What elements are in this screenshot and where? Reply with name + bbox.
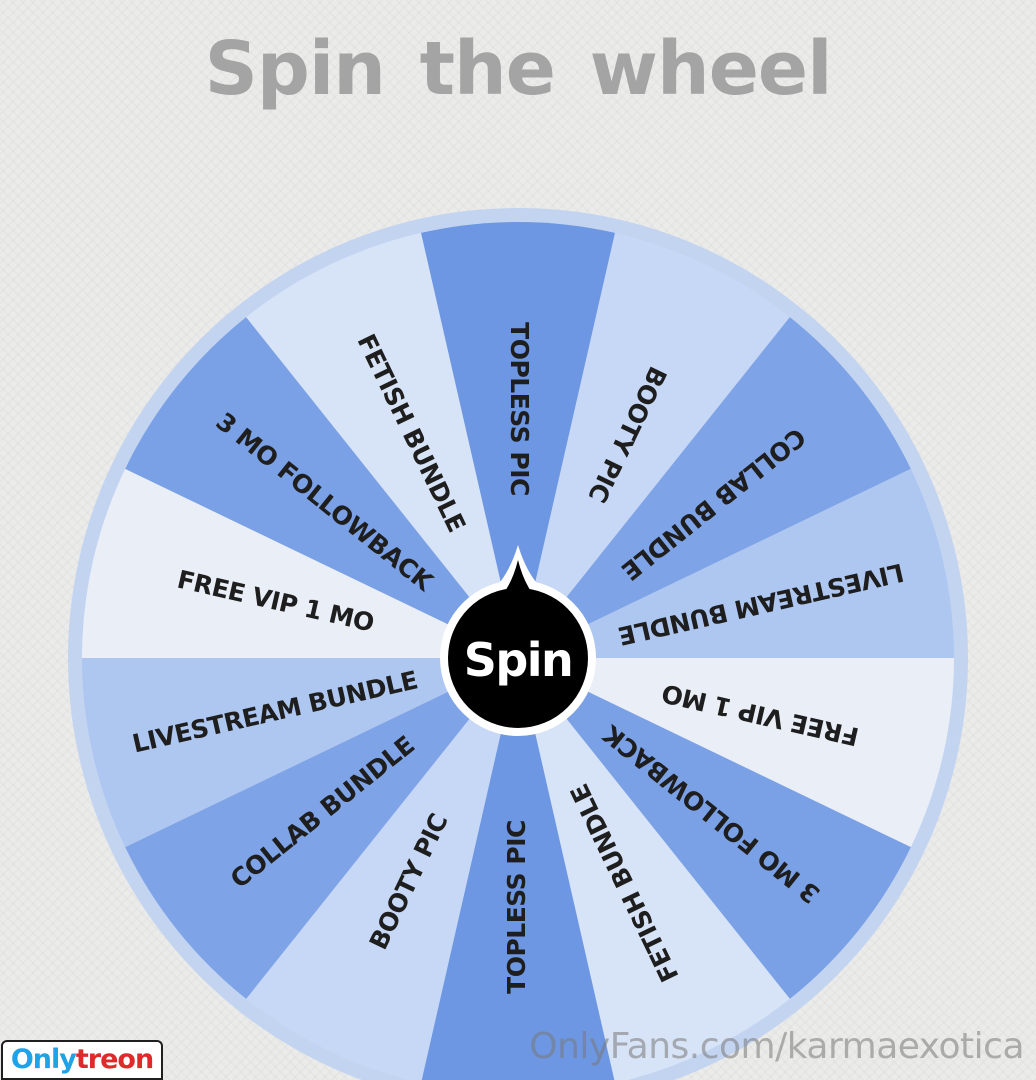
wheel-segment — [246, 658, 518, 1080]
wheel-segment-label: TOPLESS PIC — [505, 322, 534, 496]
wheel-segment — [518, 658, 790, 1080]
wheel-segment-label: TOPLESS PIC — [502, 820, 531, 994]
wheel-segment — [125, 317, 518, 658]
spin-button[interactable]: Spin — [440, 545, 596, 736]
spin-button-label: Spin — [464, 633, 573, 687]
wheel-segment — [518, 232, 790, 658]
wheel-segment — [420, 222, 616, 659]
watermark-only-text: Only — [10, 1044, 77, 1075]
page-title: Spin the wheel — [204, 26, 833, 112]
wheel-segment — [82, 658, 518, 848]
wheel-segment — [518, 468, 954, 658]
wheel-segment — [82, 468, 518, 658]
wheel-segment — [125, 658, 518, 999]
wheel-segment — [518, 658, 911, 999]
spin-button-circle — [448, 588, 588, 728]
onlytreon-watermark: Onlytreon — [1, 1040, 163, 1080]
onlyfans-watermark: OnlyFans.com/karmaexotica — [529, 1026, 1024, 1067]
wheel-segment — [246, 232, 518, 658]
wheel-segment — [518, 658, 954, 848]
wheel-segment — [421, 658, 615, 1080]
watermark-treon-text: treon — [75, 1044, 154, 1075]
wheel-segment — [518, 317, 911, 658]
